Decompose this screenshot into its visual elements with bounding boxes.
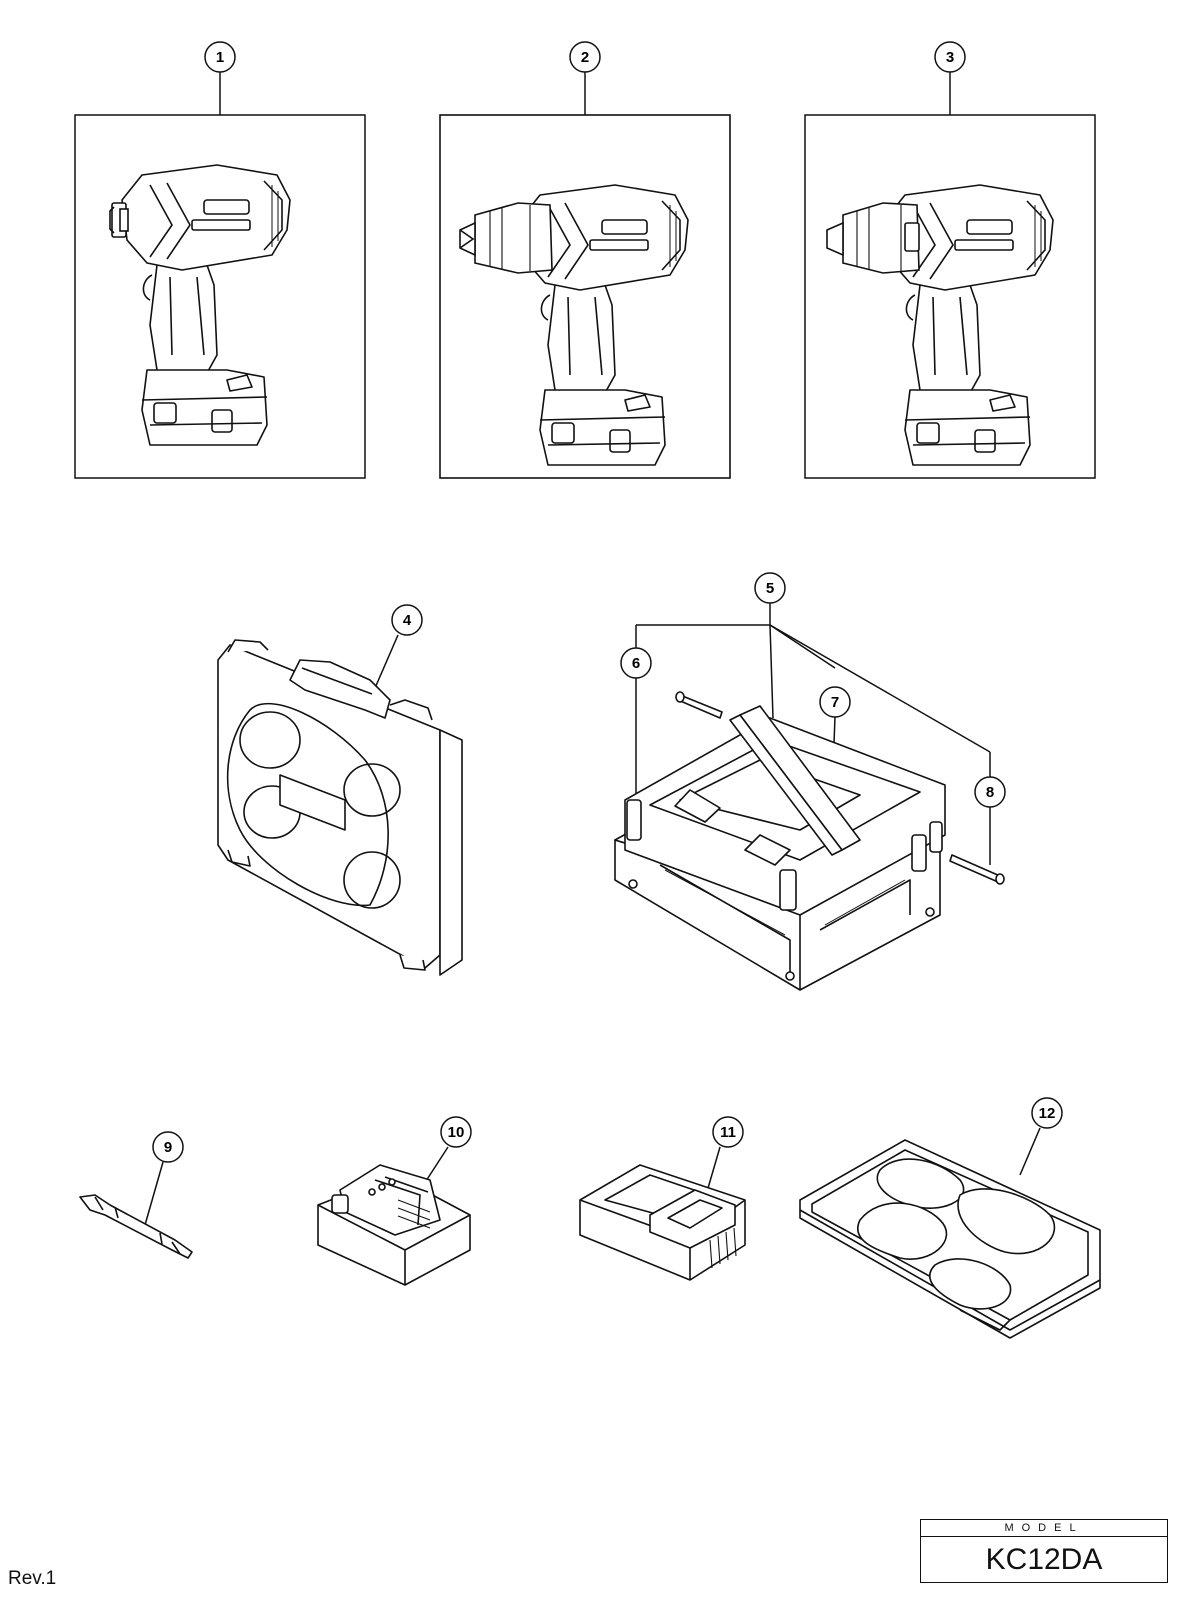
callout-4: 4 xyxy=(371,604,423,696)
callout-2: 2 xyxy=(569,41,601,115)
case-inlay-illustration xyxy=(799,1139,1101,1339)
impact-driver-frame xyxy=(74,114,366,479)
callout-10-number: 10 xyxy=(448,1124,465,1141)
driver-drill-frame xyxy=(439,114,731,479)
callout-11: 11 xyxy=(705,1116,744,1196)
callout-2-number: 2 xyxy=(581,49,589,66)
model-box: MODEL KC12DA xyxy=(920,1519,1168,1583)
revision-label: Rev.1 xyxy=(8,1568,57,1589)
callout-11-number: 11 xyxy=(720,1124,736,1141)
callout-1: 1 xyxy=(204,41,236,115)
system-case-illustration xyxy=(614,691,1005,991)
callout-3-number: 3 xyxy=(946,49,954,66)
battery-charger-illustration xyxy=(579,1164,746,1281)
callout-1-number: 1 xyxy=(216,49,224,66)
callout-12: 12 xyxy=(1019,1097,1063,1176)
callout-8: 8 xyxy=(974,752,1006,865)
impact-driver-illustration xyxy=(109,164,291,446)
callout-7-number: 7 xyxy=(831,694,839,711)
driver-bit-illustration xyxy=(79,1194,193,1259)
model-label: MODEL xyxy=(921,1520,1167,1537)
battery-pack-illustration xyxy=(317,1164,471,1286)
callout-4-number: 4 xyxy=(403,612,412,629)
callout-5: 5 xyxy=(636,572,991,753)
callout-9: 9 xyxy=(144,1131,184,1226)
hammer-drill-frame xyxy=(804,114,1096,479)
callout-3: 3 xyxy=(934,41,966,115)
callout-6-number: 6 xyxy=(632,655,640,672)
carrying-case-illustration xyxy=(217,639,463,976)
driver-drill-illustration xyxy=(459,184,689,466)
callout-8-number: 8 xyxy=(986,784,994,801)
callout-5-number: 5 xyxy=(766,580,774,597)
model-number: KC12DA xyxy=(985,1543,1103,1576)
callout-9-number: 9 xyxy=(164,1139,172,1156)
hammer-drill-illustration xyxy=(826,184,1054,466)
callout-12-number: 12 xyxy=(1039,1105,1056,1122)
